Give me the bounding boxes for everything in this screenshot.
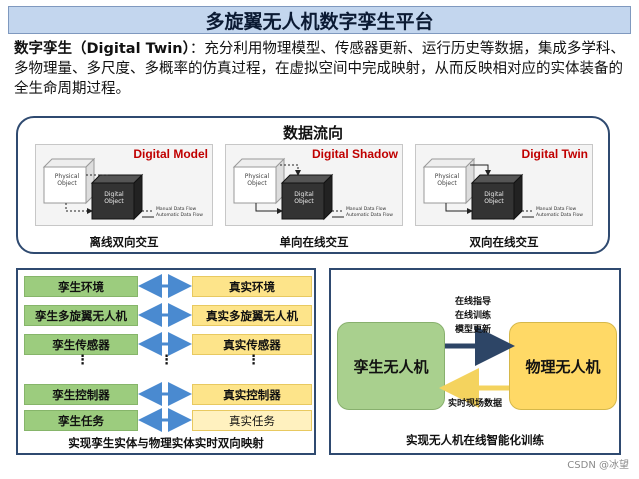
panel-digital-twin: Digital Twin Physical Object Digital Obj… bbox=[415, 144, 593, 226]
panel-title-digital-twin: Digital Twin bbox=[521, 147, 588, 161]
mapping-arrows bbox=[138, 274, 192, 432]
digital-object-label: Digital Object bbox=[484, 191, 504, 205]
real-task: 真实任务 bbox=[192, 410, 312, 431]
panel-digital-model: Digital Model Physical Object Digital Ob… bbox=[35, 144, 213, 226]
panel-title-digital-model: Digital Model bbox=[133, 147, 208, 161]
ellipsis-middle: ⋮ bbox=[160, 353, 173, 368]
real-controller: 真实控制器 bbox=[192, 384, 312, 405]
legend-auto: Automatic Data Flow bbox=[156, 213, 203, 218]
physical-object-label: Physical Object bbox=[244, 173, 270, 187]
panel-caption-1: 离线双向交互 bbox=[89, 235, 159, 249]
digital-model-diagram bbox=[42, 157, 154, 221]
legend-auto: Automatic Data Flow bbox=[536, 213, 583, 218]
mapping-caption: 实现孪生实体与物理实体实时双向映射 bbox=[68, 436, 264, 450]
twin-task: 孪生任务 bbox=[24, 410, 138, 431]
watermark: CSDN @冰望 bbox=[567, 460, 629, 471]
twin-drone: 孪生多旋翼无人机 bbox=[24, 305, 138, 326]
legend-auto: Automatic Data Flow bbox=[346, 213, 393, 218]
twin-drone-node: 孪生无人机 bbox=[337, 322, 445, 410]
data-flow-box: 数据流向 Digital Model Physical Object Digit… bbox=[16, 116, 610, 254]
data-flow-title: 数据流向 bbox=[282, 124, 343, 142]
page-title: 多旋翼无人机数字孪生平台 bbox=[205, 10, 434, 33]
legend-manual: Manual Data Flow bbox=[536, 207, 577, 212]
panel-caption-2: 单向在线交互 bbox=[279, 235, 349, 249]
physical-drone-node: 物理无人机 bbox=[509, 322, 617, 410]
training-box: 孪生无人机 物理无人机 在线指导 在线训练 模型更新 实时现场数据 实现无人机在… bbox=[329, 268, 621, 455]
digital-twin-diagram bbox=[422, 157, 534, 221]
training-arrows bbox=[439, 326, 515, 408]
mapping-box: 孪生环境 真实环境 孪生多旋翼无人机 真实多旋翼无人机 孪生传感器 真实传感器 … bbox=[16, 268, 316, 455]
digital-object-label: Digital Object bbox=[104, 191, 124, 205]
twin-sensor: 孪生传感器 bbox=[24, 334, 138, 355]
label-realtime-data: 实时现场数据 bbox=[448, 399, 503, 409]
twin-environment: 孪生环境 bbox=[24, 276, 138, 297]
real-drone: 真实多旋翼无人机 bbox=[192, 305, 312, 326]
legend-manual: Manual Data Flow bbox=[346, 207, 387, 212]
twin-controller: 孪生控制器 bbox=[24, 384, 138, 405]
physical-object-label: Physical Object bbox=[434, 173, 460, 187]
label-online-training: 在线训练 bbox=[455, 311, 492, 321]
panel-caption-3: 双向在线交互 bbox=[469, 235, 539, 249]
training-caption: 实现无人机在线智能化训练 bbox=[406, 433, 544, 447]
digital-object-label: Digital Object bbox=[294, 191, 314, 205]
intro-body: ：充分利用物理模型、传感器更新、运行历史等数据，集成多学科、多物理量、多尺度、多… bbox=[14, 41, 625, 97]
real-environment: 真实环境 bbox=[192, 276, 312, 297]
ellipsis-right: ⋮ bbox=[247, 353, 260, 368]
ellipsis-left: ⋮ bbox=[76, 353, 89, 368]
real-sensor: 真实传感器 bbox=[192, 334, 312, 355]
label-online-guidance: 在线指导 bbox=[455, 297, 492, 307]
label-model-update: 模型更新 bbox=[455, 325, 492, 335]
title-bar: 多旋翼无人机数字孪生平台 bbox=[8, 6, 631, 34]
intro-term: 数字孪生（Digital Twin） bbox=[14, 41, 190, 57]
legend-manual: Manual Data Flow bbox=[156, 207, 197, 212]
panel-title-digital-shadow: Digital Shadow bbox=[311, 147, 398, 161]
intro-paragraph: 数字孪生（Digital Twin）：充分利用物理模型、传感器更新、运行历史等数… bbox=[14, 39, 629, 99]
physical-object-label: Physical Object bbox=[54, 173, 80, 187]
panel-digital-shadow: Digital Shadow Physical Object Digital O… bbox=[225, 144, 403, 226]
digital-shadow-diagram bbox=[232, 157, 344, 221]
